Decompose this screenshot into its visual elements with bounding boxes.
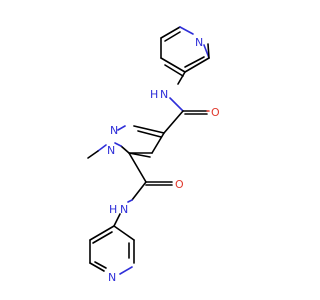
atom-nh-top: N — [160, 88, 168, 101]
bond — [119, 266, 133, 275]
bond — [120, 145, 130, 154]
bond — [163, 110, 184, 134]
bond — [92, 231, 113, 244]
bond — [151, 132, 165, 154]
bond — [114, 142, 122, 147]
atom-n-methyl: N — [107, 144, 115, 157]
bond — [131, 181, 147, 201]
bond — [184, 57, 210, 73]
bond — [87, 150, 99, 159]
bond — [89, 225, 115, 241]
bond — [164, 31, 181, 42]
bond — [127, 199, 133, 203]
bond — [160, 26, 181, 39]
bottom-amide-group — [127, 152, 173, 203]
atom-o-bottom: O — [175, 178, 184, 191]
molecule-structure-diagram: N N H O N N O N H N — [87, 26, 220, 284]
bond — [179, 26, 194, 35]
atom-o-top: O — [211, 106, 220, 119]
bond — [164, 64, 184, 77]
bond — [113, 225, 135, 241]
atom-nh-top-h: H — [150, 88, 158, 101]
bond — [113, 213, 121, 227]
top-amide-group — [163, 97, 210, 134]
bond — [128, 152, 151, 158]
top-pyridine-ring — [160, 26, 210, 77]
bond — [97, 144, 107, 152]
atom-nh-bottom: N — [120, 203, 128, 216]
bond — [169, 97, 184, 112]
atom-n-bottom-pyridine: N — [108, 271, 116, 284]
bottom-pyridine-ring — [89, 225, 135, 275]
bond — [128, 152, 147, 183]
atom-nh-bottom-h: H — [109, 203, 117, 216]
bond — [117, 125, 126, 131]
bond — [94, 261, 107, 269]
pyrazole-ring — [114, 125, 165, 158]
bond — [207, 43, 210, 59]
atom-n-top-pyridine: N — [195, 36, 203, 49]
bond — [160, 57, 186, 73]
bond — [184, 56, 205, 68]
atom-n-pyrazole: N — [110, 124, 118, 137]
bond — [133, 125, 165, 134]
bond — [89, 262, 105, 272]
bond — [177, 71, 186, 85]
bond — [137, 130, 162, 138]
